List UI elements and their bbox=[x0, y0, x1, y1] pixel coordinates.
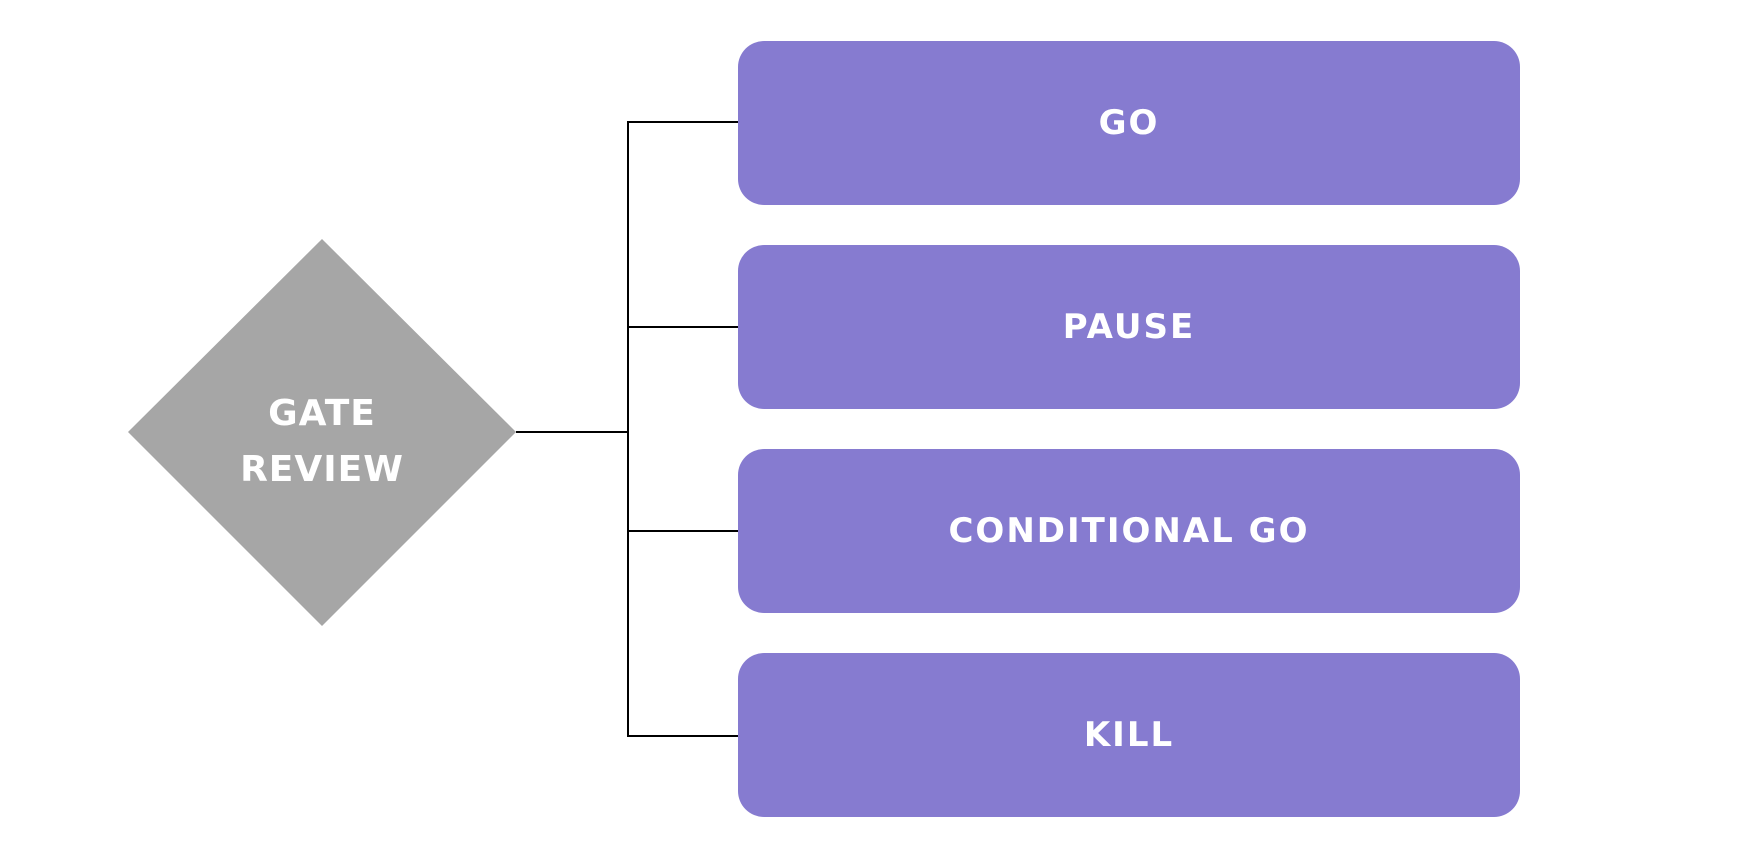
outcome-conditional-go-box: CONDITIONAL GO bbox=[738, 449, 1520, 613]
gate-review-diamond bbox=[128, 239, 516, 626]
outcome-go-box: GO bbox=[738, 41, 1520, 205]
gate-review-label: GATE REVIEW bbox=[128, 248, 516, 636]
outcome-conditional-go-label: CONDITIONAL GO bbox=[948, 511, 1310, 551]
outcome-pause-box: PAUSE bbox=[738, 245, 1520, 409]
gate-label-line-1: GATE bbox=[268, 393, 376, 434]
outcome-kill-label: KILL bbox=[1083, 715, 1175, 755]
outcome-pause-label: PAUSE bbox=[1062, 307, 1196, 347]
outcome-kill-box: KILL bbox=[738, 653, 1520, 817]
outcome-go-label: GO bbox=[1098, 103, 1160, 143]
gate-label-line-2: REVIEW bbox=[240, 449, 404, 490]
